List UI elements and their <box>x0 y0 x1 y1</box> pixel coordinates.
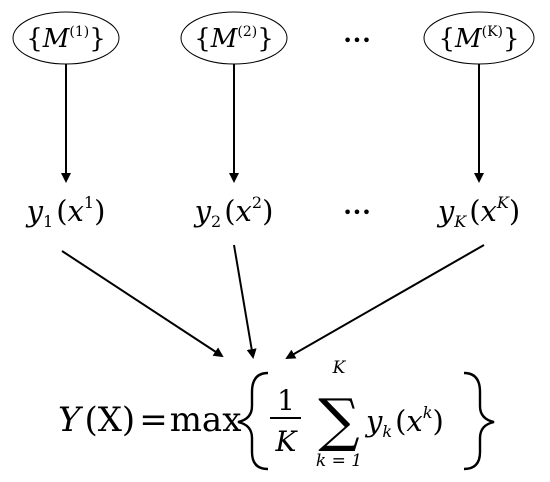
model-node-K: {M(K)} <box>423 11 535 65</box>
brace-close: } <box>89 24 106 54</box>
formula-max: max <box>170 400 242 440</box>
ellipsis-top: ••• <box>343 31 371 50</box>
sum-lower-limit: k = 1 <box>316 451 362 471</box>
arrow-outputK-to-formula <box>285 244 485 359</box>
formula-equals: = <box>139 400 168 440</box>
fraction-numerator: 1 <box>277 384 295 417</box>
brace-close: } <box>503 24 520 54</box>
model-superscript: (K) <box>482 24 503 40</box>
sum-upper-limit: K <box>332 358 347 378</box>
output-K: yK(xK) <box>436 193 520 231</box>
model-label: M <box>42 24 71 54</box>
fraction-denominator: K <box>275 425 299 458</box>
formula-lhs-arg: (X) <box>84 400 135 440</box>
aggregation-formula: Y(X)=max 1 K K ∑ k = 1 yk(xk) <box>58 358 495 471</box>
ellipsis-middle: ••• <box>343 203 371 222</box>
model-node-1: {M(1)} <box>12 11 120 65</box>
svg-text:Y(X)=max: Y(X)=max <box>58 400 241 440</box>
svg-text:{M(2)}: {M(2)} <box>194 24 274 54</box>
brace-open: { <box>26 24 43 54</box>
output-2: y2(x2) <box>193 193 274 231</box>
brace-open: { <box>194 24 211 54</box>
right-brace <box>463 371 495 471</box>
arrow-output2-to-formula <box>233 244 257 359</box>
svg-text:{M(1)}: {M(1)} <box>26 24 106 54</box>
sum-symbol: ∑ <box>318 386 359 454</box>
left-brace <box>237 371 269 471</box>
brace-open: { <box>438 24 455 54</box>
output-1: y1(x1) <box>25 193 106 231</box>
formula-lhs: Y <box>58 400 84 440</box>
model-superscript: (2) <box>237 24 257 40</box>
svg-text:{M(K)}: {M(K)} <box>438 24 519 54</box>
arrow-output1-to-formula <box>61 250 224 358</box>
model-label: M <box>210 24 239 54</box>
model-superscript: (1) <box>69 24 89 40</box>
model-label: M <box>454 24 483 54</box>
brace-close: } <box>257 24 274 54</box>
model-node-2: {M(2)} <box>180 11 288 65</box>
summand: yk(xk) <box>364 403 444 441</box>
